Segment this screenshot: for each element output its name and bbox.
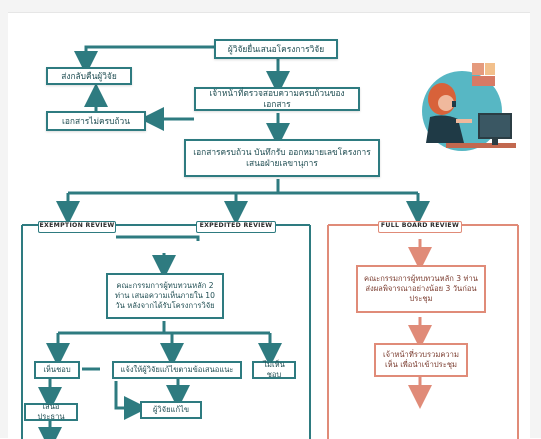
documents-incomplete-node: เอกสารไม่ครบถ้วน [46, 111, 146, 131]
expedited-review-tag: EXPEDITED REVIEW [196, 221, 276, 233]
check-documents-node: เจ้าหน้าที่ตรวจสอบความครบถ้วนของเอกสาร [194, 87, 360, 111]
documents-complete-node: เอกสารครบถ้วน บันทึกรับ ออกหมายเลขโครงกา… [184, 139, 380, 177]
return-to-researcher-node: ส่งกลับคืนผู้วิจัย [46, 67, 132, 85]
office-worker-illustration [422, 63, 516, 151]
flowchart-sheet: ผู้วิจัยยื่นเสนอโครงการวิจัย ส่งกลับคืนผ… [8, 12, 530, 439]
staff-compile-node: เจ้าหน้าที่รวบรวมความเห็น เพื่อนำเข้าประ… [374, 343, 468, 377]
notify-revise-node: แจ้งให้ผู้วิจัยแก้ไขตามข้อเสนอแนะ [112, 361, 242, 379]
researcher-revise-node: ผู้วิจัยแก้ไข [140, 401, 202, 419]
full-board-review-tag: FULL BOARD REVIEW [378, 221, 462, 233]
present-chair-node: เสนอประธาน [24, 402, 78, 421]
agree-node: เห็นชอบ [34, 361, 80, 379]
exemption-review-tag: EXEMPTION REVIEW [38, 221, 116, 233]
disagree-node: ไม่เห็นชอบ [252, 360, 296, 379]
full-board-reviewers-node: คณะกรรมการผู้ทบทวนหลัก 3 ท่าน ส่งผลพิจาร… [356, 265, 486, 313]
expedited-reviewers-node: คณะกรรมการผู้ทบทวนหลัก 2 ท่าน เสนอความเห… [106, 273, 224, 319]
submit-proposal-node: ผู้วิจัยยื่นเสนอโครงการวิจัย [214, 39, 338, 59]
